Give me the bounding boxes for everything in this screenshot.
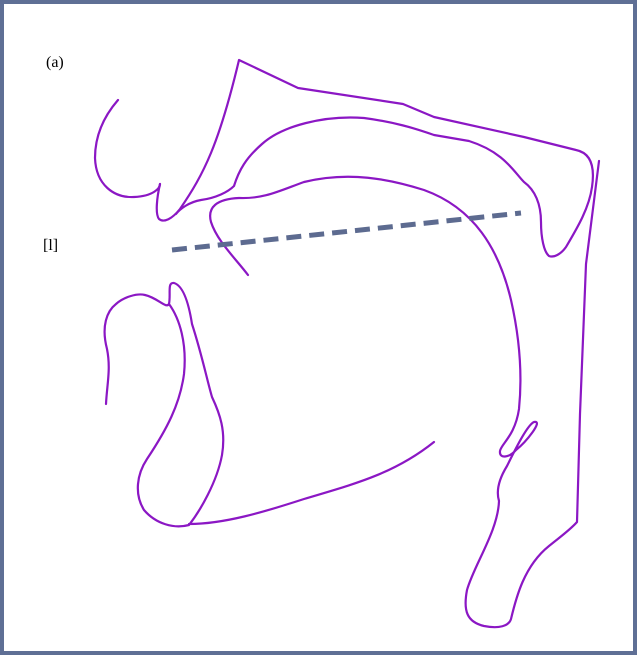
palate-outer-contour [155,58,594,258]
upper-lip-contour [93,98,162,199]
tongue-dorsum-contour [209,159,601,629]
phoneme-label: [l] [43,237,59,254]
lower-lip-jaw-contour [103,281,436,528]
panel-label: (a) [46,54,64,71]
vocal-tract-diagram [93,58,601,629]
reference-line [171,210,522,253]
